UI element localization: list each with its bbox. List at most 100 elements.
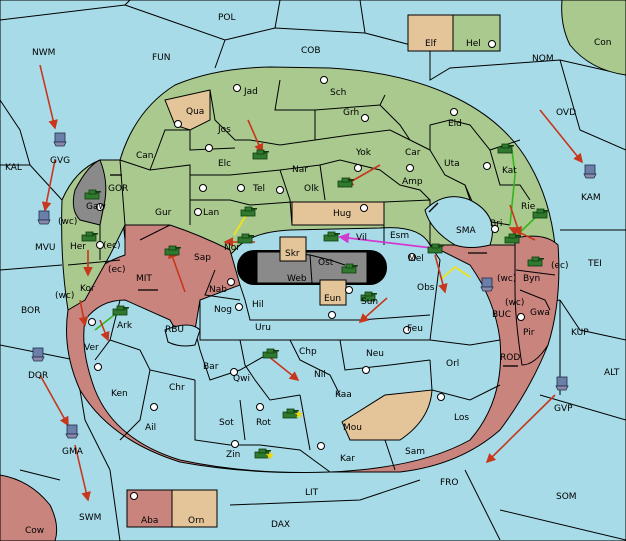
svg-text:Hel: Hel [466,39,481,49]
province-con[interactable] [561,0,626,76]
fleet-icon [555,376,569,391]
svg-text:(ec): (ec) [108,265,126,275]
svg-text:Rie: Rie [521,202,536,212]
svg-text:Vil: Vil [356,233,367,243]
svg-text:Bri: Bri [490,219,502,229]
svg-text:(wc): (wc) [58,217,77,227]
supply-centers [88,40,525,500]
svg-text:BUC: BUC [492,310,511,320]
svg-text:Rot: Rot [256,418,271,428]
svg-text:Uta: Uta [444,159,460,169]
province-qua[interactable] [164,89,211,131]
svg-text:Bar: Bar [203,362,219,372]
svg-text:Qwi: Qwi [233,374,250,384]
svg-text:KUP: KUP [571,328,589,338]
svg-text:TEI: TEI [587,259,602,269]
province-pir-gwa[interactable] [514,235,560,366]
svg-text:(wc): (wc) [55,291,74,301]
svg-text:Elc: Elc [218,159,231,169]
svg-text:Feu: Feu [407,324,423,334]
svg-text:GMA: GMA [62,447,84,457]
svg-text:(wc): (wc) [497,274,516,284]
svg-text:KAL: KAL [5,163,22,173]
star-icon: ★ [265,449,275,462]
svg-text:Ail: Ail [145,423,156,433]
pass-markers [110,174,518,367]
svg-text:Aba: Aba [141,516,158,526]
svg-text:OVD: OVD [556,108,576,118]
province-elf[interactable] [407,14,454,52]
svg-text:Lan: Lan [203,208,219,218]
svg-text:GOR: GOR [108,184,128,194]
svg-text:DQR: DQR [28,371,48,381]
fleet-icon [65,424,79,439]
svg-text:Gaw: Gaw [86,202,106,212]
svg-text:Skr: Skr [285,249,300,259]
svg-text:Obs: Obs [417,283,435,293]
province-eun[interactable] [319,279,347,306]
svg-text:Orn: Orn [188,516,204,526]
order-line-mel-vil [338,232,433,249]
svg-text:SOM: SOM [556,492,577,502]
svg-text:Sun: Sun [361,297,378,307]
svg-text:NOM: NOM [532,54,554,64]
svg-text:Nar: Nar [292,165,308,175]
svg-text:DAX: DAX [271,520,290,530]
svg-text:FRO: FRO [440,478,459,488]
svg-text:Hil: Hil [252,300,264,310]
svg-text:(ec): (ec) [103,241,121,251]
svg-text:Nab: Nab [209,285,227,295]
svg-text:Nil: Nil [314,370,326,380]
center-labels: Skr Ost Web Eun [285,249,341,304]
province-cow[interactable] [0,474,58,541]
convoy-line-buc [439,265,471,281]
svg-text:SMA: SMA [456,226,476,236]
fleet-icon [31,347,45,362]
svg-text:GVP: GVP [554,404,573,414]
svg-text:FUN: FUN [152,53,171,63]
svg-text:Kat: Kat [502,166,517,176]
svg-text:(wc): (wc) [505,298,524,308]
svg-text:Sot: Sot [219,418,234,428]
sea-labels: POL FUN COB NOM Con NWM KAL OVD KAM TEI … [5,13,620,536]
svg-text:Esm: Esm [390,231,409,241]
svg-text:MVU: MVU [35,243,56,253]
svg-text:Amp: Amp [402,177,423,187]
red-borders [94,224,556,473]
svg-text:MIT: MIT [136,274,152,284]
lake-sma [424,196,493,248]
svg-text:Kaa: Kaa [335,390,352,400]
fleet-icon [37,210,51,225]
svg-text:Yok: Yok [355,148,372,158]
svg-text:Car: Car [405,148,421,158]
svg-text:BOR: BOR [21,306,40,316]
svg-text:Jad: Jad [243,87,258,97]
svg-text:Pir: Pir [523,328,535,338]
move-orders [39,64,584,502]
svg-text:Mel: Mel [408,254,424,264]
svg-text:ALT: ALT [604,368,620,378]
lake-rbu [164,324,201,347]
svg-text:Olk: Olk [304,184,320,194]
green-borders [67,79,531,266]
svg-text:Byn: Byn [523,274,540,284]
svg-text:Con: Con [594,38,612,48]
svg-text:Her: Her [70,242,86,252]
svg-text:RBU: RBU [165,325,184,335]
svg-text:LIT: LIT [305,488,319,498]
svg-text:Can: Can [136,151,154,161]
svg-text:Ken: Ken [111,389,128,399]
svg-text:Ost: Ost [318,258,334,268]
svg-text:NWM: NWM [32,48,55,58]
svg-text:Sch: Sch [330,88,346,98]
svg-text:Kar: Kar [340,454,355,464]
star-icon: ★ [294,408,304,421]
svg-text:ROD: ROD [500,353,520,363]
province-skr[interactable] [279,236,307,262]
province-orn[interactable] [171,489,218,528]
svg-text:Chr: Chr [169,383,185,393]
svg-text:POL: POL [218,13,236,23]
svg-text:Nog: Nog [214,305,232,315]
svg-text:Zin: Zin [226,450,240,460]
